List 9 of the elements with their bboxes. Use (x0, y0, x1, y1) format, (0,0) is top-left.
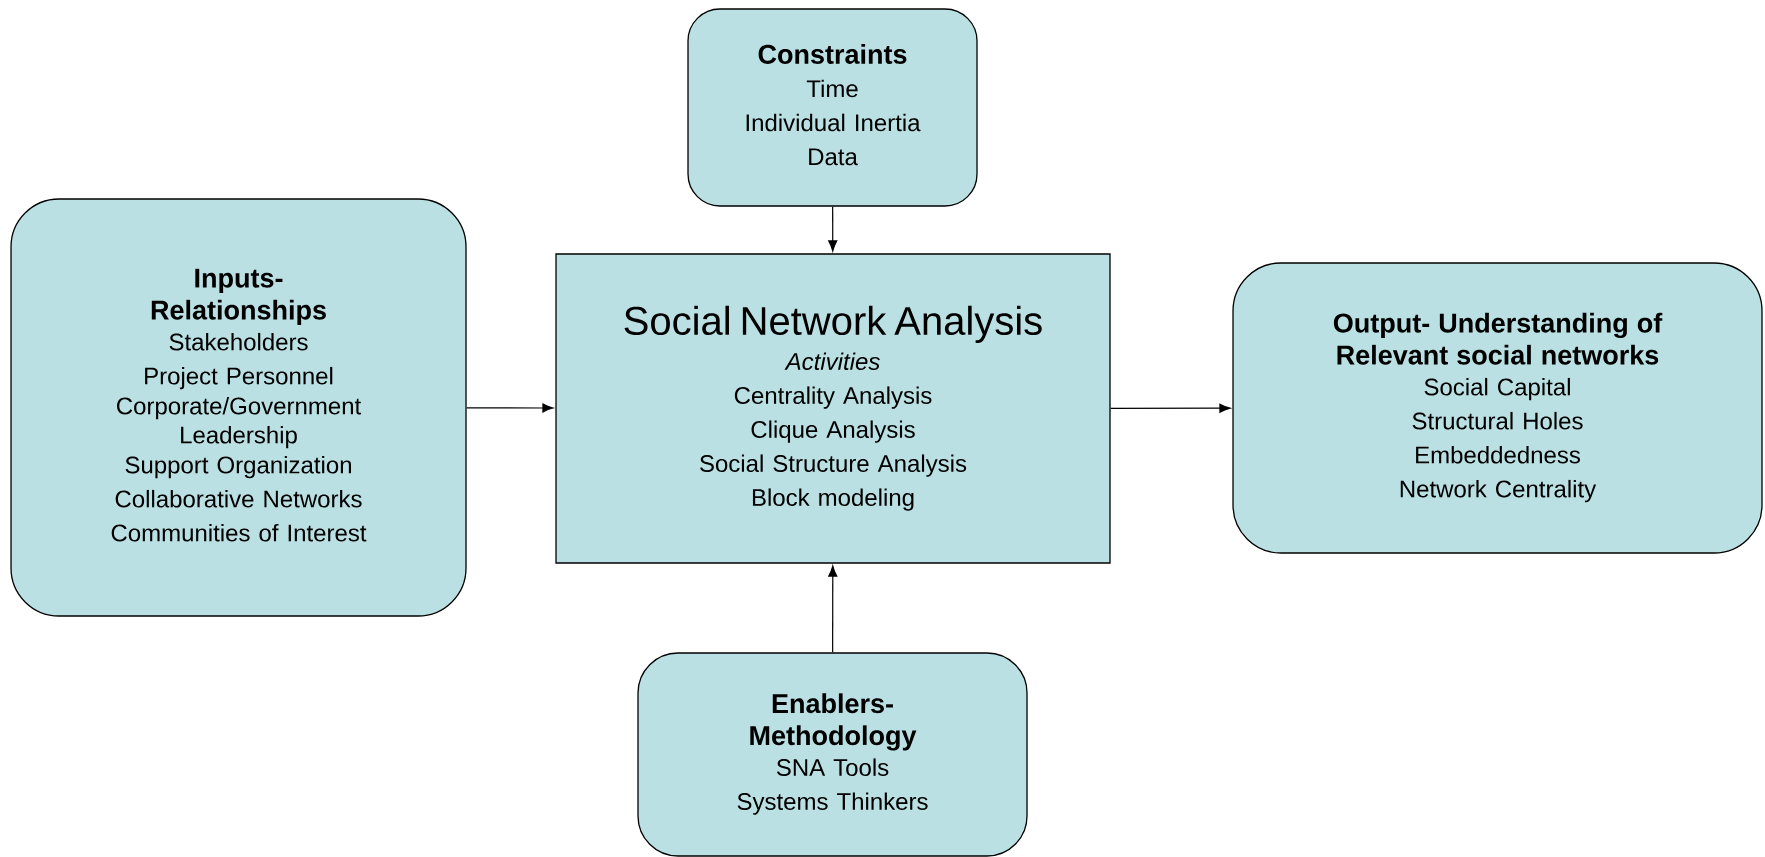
process-box: Enablers- Methodology SNA Tools Systems Thinkers (637, 652, 1028, 857)
process-box: Constraints Time Individual Inertia Data (687, 8, 978, 207)
process-box: Inputs- Relationships Stakeholders Project Personnel Corporate/Government Leadership Support Organization Collaborative Networks Communities of Interest (10, 198, 467, 617)
process-box: Social Network Analysis Activities Centrality Analysis Clique Analysis Social Structure Analysis Block modeling (555, 253, 1111, 564)
arrow (466, 403, 554, 413)
process-box: Output- Understanding of Relevant social networks Social Capital Structural Holes Embeddedness Network Centrality (1232, 262, 1763, 554)
arrow (828, 565, 838, 653)
arrow (1110, 403, 1231, 413)
arrow (828, 206, 838, 252)
